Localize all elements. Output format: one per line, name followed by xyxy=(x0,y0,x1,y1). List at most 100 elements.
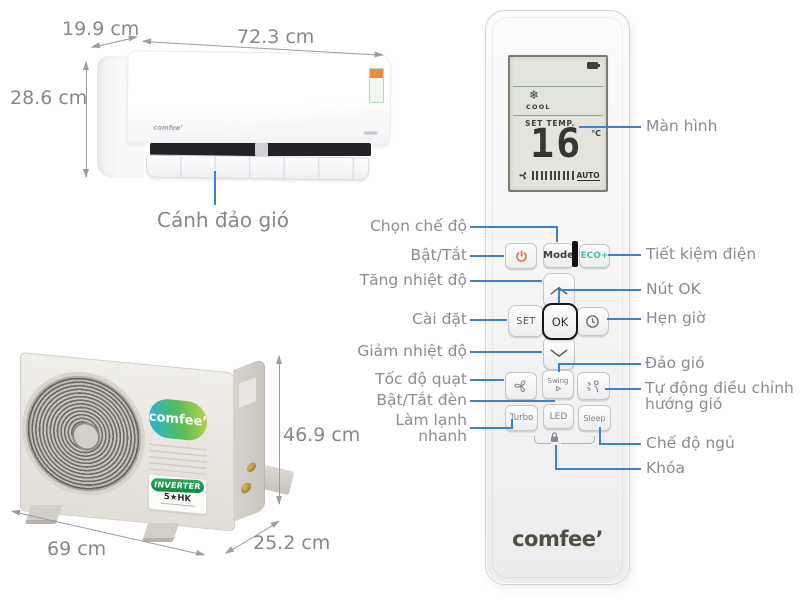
callout-label-autodir: Tự động điều chỉnh hướng gió xyxy=(645,379,794,414)
clock-icon xyxy=(586,315,599,328)
person-wind-icon xyxy=(586,379,599,392)
mode-button[interactable]: Mode xyxy=(543,243,574,268)
callout-label-led: Bật/Tắt đèn xyxy=(376,391,467,409)
callout-line-lock xyxy=(555,468,641,470)
callout-label-fan-speed: Tốc độ quạt xyxy=(375,370,467,388)
lock-combo-bracket xyxy=(534,436,551,444)
indoor-unit-front-panel: comfee’ xyxy=(126,50,392,147)
outdoor-side-panel xyxy=(233,357,265,522)
display-divider xyxy=(513,86,603,87)
callout-line-swing xyxy=(558,363,641,365)
fan-icon xyxy=(514,380,526,393)
callout-line-led xyxy=(470,400,555,402)
snowflake-icon: ❄ xyxy=(529,88,540,102)
fan-speed-row: AUTO xyxy=(518,170,600,181)
callout-line-sleep xyxy=(599,443,641,445)
battery-icon xyxy=(587,62,600,69)
callout-line-fan xyxy=(470,379,504,381)
indoor-depth-dimension: 19.9 cm xyxy=(62,18,140,40)
timer-button[interactable] xyxy=(576,307,609,336)
callout-label-mode: Chọn chế độ xyxy=(369,217,467,235)
side-sticker xyxy=(239,377,256,408)
callout-line-set xyxy=(470,319,507,321)
callout-label-ok: Nút OK xyxy=(646,280,701,298)
callout-label-timer: Hẹn giờ xyxy=(646,309,706,327)
mini-fan-icon xyxy=(555,385,562,392)
remote-bezel xyxy=(492,17,623,578)
callout-label-sleep: Chế độ ngủ xyxy=(646,434,735,452)
inverter-badge: INVERTER 5★HK xyxy=(148,473,207,516)
outdoor-width-dimension: 69 cm xyxy=(47,538,107,560)
callout-line-turbo xyxy=(511,419,513,428)
callout-label-temp-up: Tăng nhiệt độ xyxy=(359,271,467,289)
callout-label-power: Bật/Tắt xyxy=(410,246,467,264)
ok-button[interactable]: OK xyxy=(542,303,578,340)
callout-label-turbo: Làm lạnh nhanh xyxy=(395,411,467,446)
callout-line-power xyxy=(470,255,504,257)
remote-display: ❄ COOL SET TEMP. 16 °C AUTO xyxy=(508,55,608,192)
flap-callout-label: Cánh đảo gió xyxy=(157,208,289,232)
callout-line-sleep xyxy=(599,427,601,444)
fan-speed-bars xyxy=(532,171,574,180)
callout-label-swing: Đảo gió xyxy=(645,354,705,372)
height-arrow xyxy=(82,61,89,178)
set-temp-label: SET TEMP. xyxy=(525,119,576,128)
power-icon xyxy=(515,249,527,262)
outdoor-fan-grille xyxy=(22,366,145,502)
swing-label: Swing xyxy=(547,377,569,385)
remote-brand-logo: comfee’ xyxy=(512,527,603,551)
callout-line-timer xyxy=(607,318,641,320)
indoor-brand-logo: comfee’ xyxy=(153,123,183,132)
swing-button[interactable]: Swing xyxy=(542,370,574,399)
led-button[interactable]: LED xyxy=(543,404,574,429)
callout-line-swing xyxy=(558,363,560,372)
callout-line-ok xyxy=(558,289,641,291)
fan-speed-button[interactable] xyxy=(505,372,537,400)
energy-rating-sticker xyxy=(369,68,384,103)
eco-button[interactable]: ECO+ xyxy=(579,244,610,268)
callout-label-eco: Tiết kiệm điện xyxy=(646,245,757,263)
indoor-width-dimension: 72.3 cm xyxy=(237,26,315,48)
callout-line-lock xyxy=(555,445,557,469)
mode-indicator: COOL xyxy=(526,103,551,111)
chevron-down-icon xyxy=(550,348,568,357)
auto-direction-button[interactable] xyxy=(577,372,610,400)
callout-label-set: Cài đặt xyxy=(412,310,467,328)
outdoor-depth-dimension: 25.2 cm xyxy=(253,532,331,554)
sleep-button[interactable]: Sleep xyxy=(578,405,611,431)
indoor-height-dimension: 28.6 cm xyxy=(10,87,88,109)
refrigerant-valve xyxy=(241,481,251,495)
button-divider xyxy=(572,241,578,267)
callout-line-ok xyxy=(558,289,560,306)
callout-line-turbo xyxy=(470,427,513,429)
indoor-unit: comfee’ xyxy=(95,50,395,182)
remote-control: ❄ COOL SET TEMP. 16 °C AUTO Mode ECO+ SE… xyxy=(485,10,630,585)
mounting-foot xyxy=(141,523,180,542)
lock-combo-bracket xyxy=(561,436,595,444)
callout-line-screen xyxy=(579,126,641,128)
turbo-button[interactable]: Turbo xyxy=(505,405,538,431)
fan-icon xyxy=(519,171,527,180)
set-button[interactable]: SET xyxy=(508,305,544,337)
air-deflector-flap xyxy=(145,154,370,181)
display-divider xyxy=(513,115,603,116)
lock-icon xyxy=(551,432,558,442)
refrigerant-valve xyxy=(247,461,256,474)
callout-line-up xyxy=(470,280,542,282)
outdoor-vent-grooves xyxy=(149,443,207,476)
chevron-up-icon xyxy=(550,286,568,295)
callout-line-eco xyxy=(608,254,641,256)
flap-callout-line xyxy=(214,171,216,205)
callout-line-autodir xyxy=(605,388,641,390)
callout-line-down xyxy=(470,351,542,353)
inverter-banner: INVERTER xyxy=(150,477,205,494)
air-outlet-slot xyxy=(150,143,371,156)
outdoor-height-dimension: 46.9 cm xyxy=(283,424,361,446)
callout-label-temp-down: Giảm nhiệt độ xyxy=(357,342,467,360)
outdoor-brand-badge: comfee’ xyxy=(149,397,207,443)
fan-hub xyxy=(71,420,100,452)
indoor-inverter-mark xyxy=(363,131,378,135)
power-button[interactable] xyxy=(505,243,537,269)
temperature-value: 16 xyxy=(530,121,583,167)
